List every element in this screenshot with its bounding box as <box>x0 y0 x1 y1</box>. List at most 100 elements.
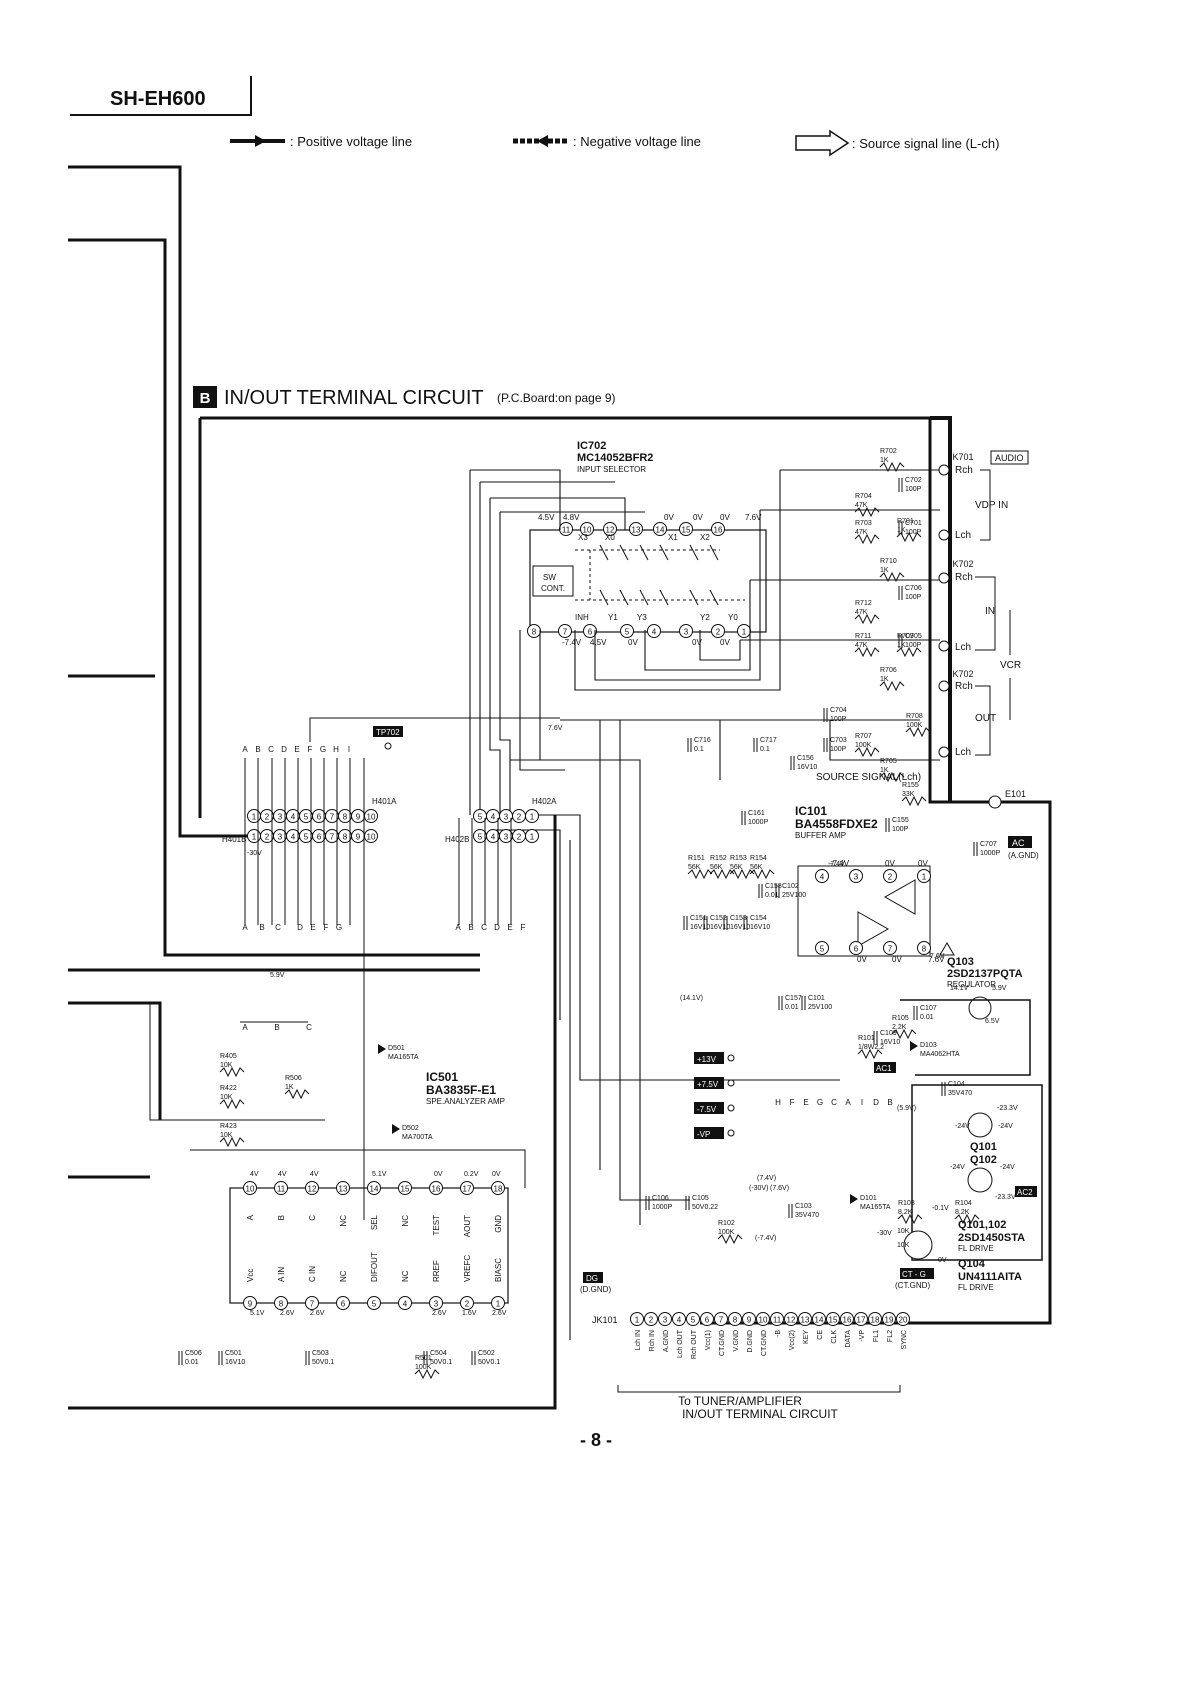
ic501-top-pin-circle <box>398 1181 412 1195</box>
jk101-pin: 11 <box>773 1316 782 1325</box>
jack-icon <box>938 572 950 584</box>
ac1-tag: AC1 <box>876 1064 892 1073</box>
resistor-ref: R701 <box>897 518 914 525</box>
dg-tag: DG <box>586 1274 598 1283</box>
voltage-label: (-7.4V) <box>755 1235 776 1242</box>
ic501-bottom-pin: 8 <box>279 1300 284 1309</box>
ic501-top-pin-circle <box>336 1181 350 1195</box>
h401-letter: C <box>268 745 274 754</box>
resistor-value: 47K <box>855 642 868 649</box>
q103-regulator: Q103 2SD2137PQTA REGULATOR <box>900 942 1031 1076</box>
resistor-symbol <box>854 646 880 658</box>
ctg-tag: CT - G <box>902 1270 926 1279</box>
jk101-signal-label: D.GND <box>747 1330 754 1353</box>
capacitor-ref: C701 <box>905 520 922 527</box>
ac-tag: AC <box>1012 838 1025 848</box>
section-title: B IN/OUT TERMINAL CIRCUIT (P.C.Board:on … <box>193 386 616 409</box>
ic501-bottom-label: DIFOUT <box>370 1252 379 1282</box>
jk101-pin: 4 <box>677 1316 682 1325</box>
h401-letter: D <box>281 745 287 754</box>
page-number: - 8 - <box>580 1430 613 1450</box>
jk101-pin: 10 <box>759 1316 768 1325</box>
voltage-label: 6.5V <box>985 1018 1000 1025</box>
jk101-signal-label: Lch OUT <box>677 1329 684 1358</box>
ic101-pin: 1 <box>922 873 927 882</box>
ic501-voltage: 2.6V <box>492 1310 507 1317</box>
ic101-pin: 7 <box>888 945 893 954</box>
ic501-top-pin: 11 <box>277 1185 286 1194</box>
ic501-top-pin: 15 <box>401 1185 410 1194</box>
jk101-pin-circle <box>714 1312 728 1326</box>
resistor-symbol <box>729 868 755 880</box>
capacitor-ref: C155 <box>892 817 909 824</box>
diode-ref: D103 <box>920 1042 937 1049</box>
resistor-value: 56K <box>730 864 743 871</box>
capacitor-value: 100P <box>830 716 847 723</box>
ic101-pin: 2 <box>888 873 893 882</box>
resistor-ref: R709 <box>897 633 914 640</box>
ic702-pin-bottom-circle <box>558 624 572 638</box>
jk101-pin-circle <box>630 1312 644 1326</box>
h402b-pin: 4 <box>491 833 496 842</box>
capacitor-ref: C702 <box>905 477 922 484</box>
ic501-voltage: 0V <box>434 1171 443 1178</box>
resistor-ref: R405 <box>220 1053 237 1060</box>
jk101-pin: 16 <box>843 1316 852 1325</box>
ic702-pin-bottom: 5 <box>625 628 630 637</box>
ic501-voltage: 5.1V <box>250 1310 265 1317</box>
resistor-value: 1K <box>880 457 889 464</box>
h401-letter: F <box>308 745 313 754</box>
jk101-letter: I <box>861 1098 863 1107</box>
ic501-voltage: 4V <box>250 1171 259 1178</box>
h401b-pin: 1 <box>252 833 257 842</box>
resistor-symbol <box>879 680 905 692</box>
ic101-func: BUFFER AMP <box>795 831 846 840</box>
ic702-sw-cont-box <box>532 565 574 597</box>
ic702-pin-bottom: 6 <box>588 628 593 637</box>
q103-func: REGULATOR <box>947 980 996 989</box>
diode-value: MA4062HTA <box>920 1051 960 1058</box>
ic101-pin-circle <box>883 869 897 883</box>
q101-transistor-icon <box>967 1112 993 1138</box>
h401-bottom-letter: D <box>297 923 303 932</box>
voltage-label: (-30V) <box>749 1185 768 1192</box>
resistor-ref: R506 <box>285 1075 302 1082</box>
jk101-letter: F <box>790 1098 795 1107</box>
resistor-ref: R153 <box>730 855 747 862</box>
jk101-label: JK101 <box>592 1315 618 1325</box>
resistor-ref: R154 <box>750 855 767 862</box>
voltage-label: 0V <box>938 1257 947 1264</box>
q102-ref: Q102 <box>970 1154 997 1166</box>
resistor-value: 10K <box>220 1094 233 1101</box>
voltage-label: (7.6V) <box>770 1185 789 1192</box>
capacitor-value: 16V10 <box>710 924 730 931</box>
ic702-pin-bottom-circle <box>711 624 725 638</box>
capacitor-ref: C504 <box>430 1350 447 1357</box>
h401-bottom-letter: E <box>310 923 315 932</box>
ac2-tag: AC2 <box>1017 1188 1033 1197</box>
ic702-voltage: -7.4V <box>562 638 582 647</box>
out-label: OUT <box>975 713 996 724</box>
h402-bottom-letter: D <box>494 923 500 932</box>
jk101-pin: 9 <box>747 1316 752 1325</box>
ic501-bottom-label: C IN <box>308 1266 317 1282</box>
diode-labels: D501MA165TAD502MA700TAD103MA4062HTAD101M… <box>378 1041 960 1211</box>
capacitor-ref: C101 <box>808 995 825 1002</box>
ic501-bottom-pin-circle <box>491 1296 505 1310</box>
resistor-ref: R102 <box>718 1220 735 1227</box>
ic702-label: X0 <box>605 533 615 542</box>
ic501-top-pin: 18 <box>494 1185 503 1194</box>
ic501: IC501 BA3835F-E1 SPE.ANALYZER AMP 10A11B… <box>149 1003 526 1317</box>
voltage-label: (5.9V) <box>897 1105 916 1112</box>
capacitor-value: 25V100 <box>808 1004 832 1011</box>
jk101-signal-label: -B <box>775 1330 782 1337</box>
q104-r1: 10K <box>897 1228 910 1235</box>
rail-tag: -7.5V <box>697 1105 717 1114</box>
capacitor-ref: C503 <box>312 1350 329 1357</box>
diode-icon <box>392 1124 400 1134</box>
